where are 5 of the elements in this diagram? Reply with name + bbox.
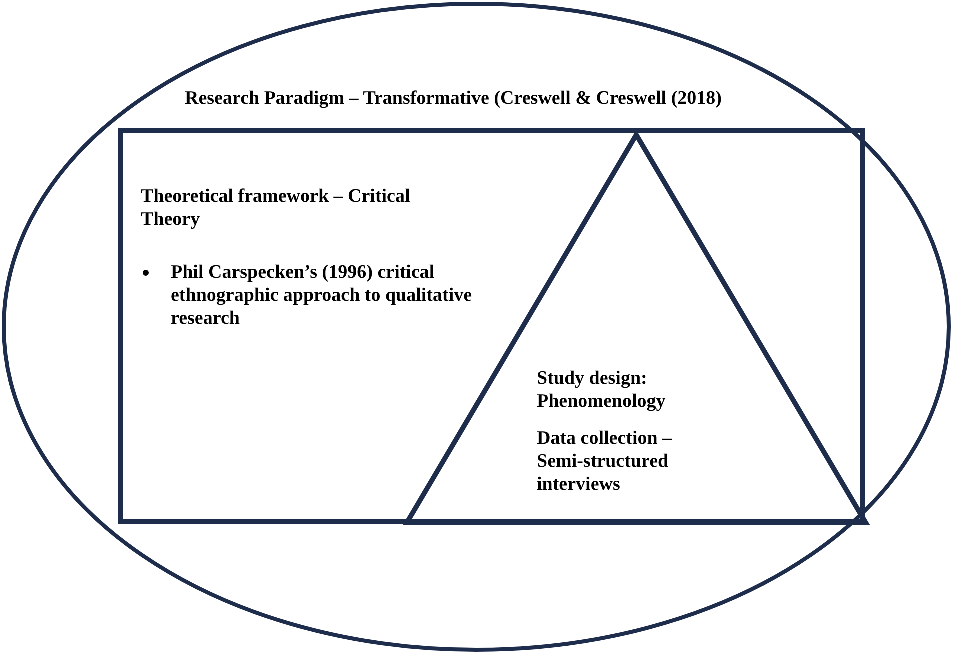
data-collection-text: Data collection – Semi-structured interviews: [537, 427, 674, 496]
paradigm-title: Research Paradigm – Transformative (Creswell & Creswell (2018): [185, 87, 723, 110]
bullet-text: Phil Carspecken’s (1996) critical ethnographic approach to qualitative research: [171, 261, 474, 330]
framework-heading: Theoretical framework – Critical Theory: [141, 185, 412, 231]
study-design-text: Study design: Phenomenology: [537, 367, 667, 413]
